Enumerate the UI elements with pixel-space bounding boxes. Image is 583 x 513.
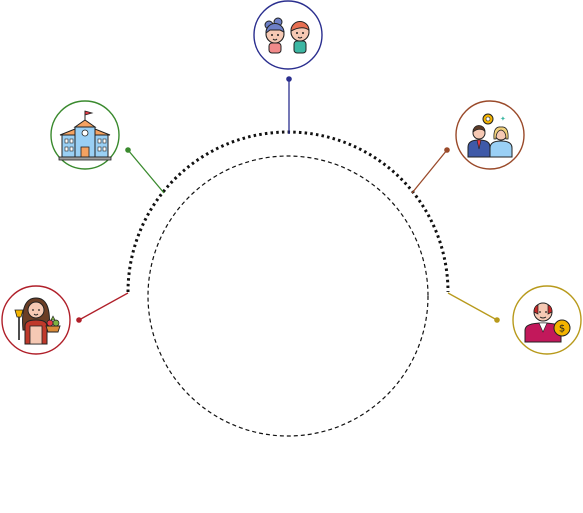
svg-text:✦: ✦ — [500, 115, 506, 123]
outer-dotted-arc — [126, 130, 450, 293]
connector-children — [286, 76, 292, 134]
node-children — [253, 0, 323, 70]
inner-dashed-circle — [147, 155, 429, 437]
connector-school — [125, 147, 165, 194]
connector-retiree — [447, 292, 500, 323]
node-school — [50, 100, 120, 170]
connector-homemaker — [76, 292, 129, 323]
node-employees: ✦ — [455, 100, 525, 170]
school-building-icon — [58, 110, 112, 161]
children-icon — [264, 17, 310, 54]
node-homemaker — [1, 285, 71, 355]
retired-man-money-icon: $ — [524, 302, 571, 343]
homemaker-woman-icon — [14, 297, 61, 345]
svg-text:$: $ — [559, 324, 565, 335]
connector-employees — [411, 147, 450, 194]
node-retiree: $ — [512, 285, 582, 355]
business-team-icon: ✦ — [467, 113, 513, 158]
